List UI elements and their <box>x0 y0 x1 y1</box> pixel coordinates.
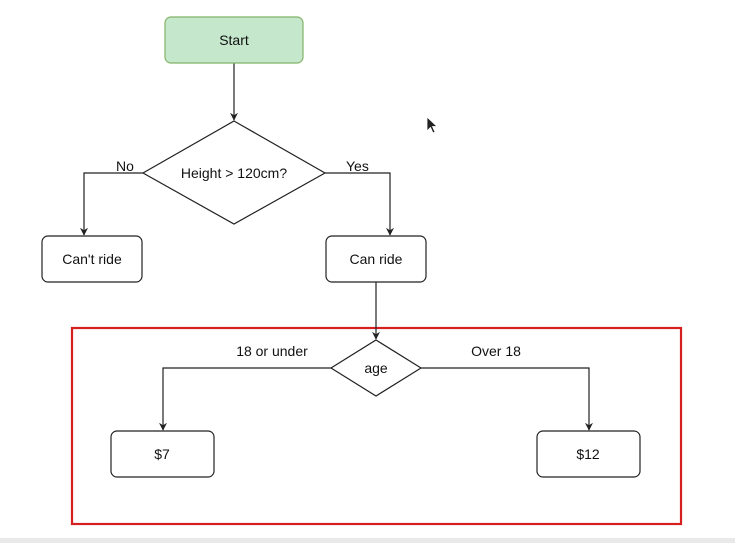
price-low-label: $7 <box>154 446 170 462</box>
start-label: Start <box>219 32 249 48</box>
price-low-node[interactable]: $7 <box>110 430 215 478</box>
price-high-node[interactable]: $12 <box>536 430 641 478</box>
branch-over-18-label: Over 18 <box>471 343 521 359</box>
height-decision-label: Height > 120cm? <box>181 165 287 181</box>
branch-yes-label: Yes <box>346 158 369 174</box>
edge-height-yes <box>325 172 394 236</box>
branch-18-or-under-label: 18 or under <box>236 343 308 359</box>
cant-ride-label: Can't ride <box>62 251 122 267</box>
edge-height-no <box>80 172 143 236</box>
mouse-pointer-icon <box>426 116 439 134</box>
can-ride-label: Can ride <box>350 251 403 267</box>
edge-age-over <box>421 367 593 431</box>
start-node[interactable]: Start <box>164 16 304 64</box>
height-decision-node[interactable]: Height > 120cm? <box>141 120 327 225</box>
edge-age-under <box>159 367 331 431</box>
cant-ride-node[interactable]: Can't ride <box>41 235 143 283</box>
can-ride-node[interactable]: Can ride <box>325 235 427 283</box>
edges <box>80 63 593 431</box>
bottom-edge-strip <box>0 538 735 543</box>
age-decision-node[interactable]: age <box>329 339 423 397</box>
age-decision-label: age <box>364 360 388 376</box>
price-high-label: $12 <box>576 446 600 462</box>
branch-no-label: No <box>116 158 134 174</box>
